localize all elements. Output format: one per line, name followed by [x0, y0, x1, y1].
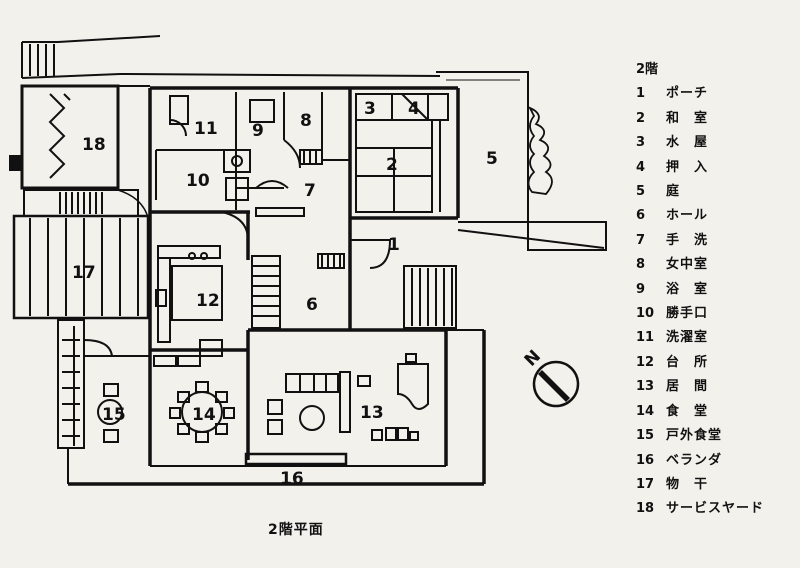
legend-number: 13: [636, 379, 655, 395]
legend-label: 庭: [666, 184, 681, 200]
room-12: [155, 211, 249, 357]
room-number-5: 5: [486, 149, 498, 169]
room-8-9: [236, 92, 323, 189]
legend-number: 8: [636, 257, 646, 273]
legend-number: 14: [636, 403, 655, 419]
legend-item: 13 居 間: [636, 375, 796, 399]
legend-item: 17 物 干: [636, 473, 796, 497]
legend-label: 食 堂: [666, 403, 709, 419]
legend-item: 18 サービスヤード: [636, 497, 796, 521]
fence: [21, 35, 441, 79]
legend-number: 1: [636, 86, 646, 102]
room-1: [317, 239, 457, 329]
legend-item: 12 台 所: [636, 351, 796, 375]
room-10-11: [155, 92, 251, 210]
room-number-2: 2: [386, 155, 398, 175]
legend-number: 9: [636, 281, 646, 297]
legend-label: 勝手口: [666, 306, 709, 322]
room-number-13: 13: [360, 403, 384, 423]
legend-label: ホール: [666, 208, 709, 224]
legend-label: 手 洗: [666, 232, 709, 248]
legend-number: 15: [636, 428, 655, 444]
legend-label: 押 入: [666, 159, 709, 175]
legend-number: 11: [636, 330, 655, 346]
legend-label: 物 干: [666, 476, 709, 492]
legend-label: 台 所: [666, 354, 709, 370]
legend-number: 6: [636, 208, 646, 224]
room-labels: 18 11 9 8 3 4 2 5 10 7 1 17 12 6 13 14 1…: [72, 99, 498, 489]
room-13: [267, 353, 429, 441]
service-stairs: [23, 189, 151, 233]
legend-label: 浴 室: [666, 281, 709, 297]
room-number-16: 16: [280, 469, 304, 489]
legend-item: 14 食 堂: [636, 400, 796, 424]
legend-item: 11 洗濯室: [636, 326, 796, 350]
room-5: [436, 71, 607, 251]
room-number-4: 4: [408, 99, 420, 119]
room-number-8: 8: [300, 111, 312, 131]
legend-number: 16: [636, 452, 655, 468]
room-17: [12, 214, 150, 320]
plan-caption: 2階平面: [268, 522, 324, 538]
legend-label: 戸外食堂: [666, 428, 723, 444]
room-number-17: 17: [72, 263, 96, 283]
legend-item: 10 勝手口: [636, 302, 796, 326]
building-walls: [148, 86, 460, 466]
legend-label: 水 屋: [666, 135, 709, 151]
legend-item: 15 戸外食堂: [636, 424, 796, 448]
legend-label: 女中室: [666, 257, 709, 273]
room-number-1: 1: [388, 235, 400, 255]
legend-item: 4 押 入: [636, 156, 796, 180]
legend-title: 2階: [636, 62, 659, 77]
legend-item: 16 ベランダ: [636, 449, 796, 473]
room-number-18: 18: [82, 135, 106, 155]
room-number-11: 11: [194, 119, 218, 139]
legend-number: 17: [636, 476, 655, 492]
legend-item: 6 ホール: [636, 204, 796, 228]
legend-item: 8 女中室: [636, 253, 796, 277]
room-14: [153, 355, 235, 443]
room-number-12: 12: [196, 291, 220, 311]
legend-item: 7 手 洗: [636, 229, 796, 253]
legend-number: 18: [636, 501, 655, 517]
legend-label: 和 室: [666, 110, 709, 126]
legend-item: 3 水 屋: [636, 131, 796, 155]
room-number-7: 7: [304, 181, 316, 201]
room-number-3: 3: [364, 99, 376, 119]
legend-label: ベランダ: [666, 452, 723, 468]
legend-number: 12: [636, 354, 655, 370]
room-number-15: 15: [102, 405, 126, 425]
legend-item: 1 ポーチ: [636, 82, 796, 106]
room-15-16: [57, 319, 486, 486]
legend-item: 2 和 室: [636, 107, 796, 131]
legend-label: 洗濯室: [666, 330, 709, 346]
legend-number: 7: [636, 232, 646, 248]
legend-number: 2: [636, 110, 646, 126]
legend-number: 5: [636, 184, 646, 200]
room-number-9: 9: [252, 121, 264, 141]
room-2: [355, 93, 449, 213]
room-number-14: 14: [192, 405, 216, 425]
hall-stairs: [251, 255, 281, 329]
room-18: [9, 84, 150, 190]
compass: N: [521, 346, 580, 408]
room-number-10: 10: [186, 171, 210, 191]
legend-label: ポーチ: [666, 86, 709, 102]
legend-label: 居 間: [666, 379, 709, 395]
legend-number: 3: [636, 135, 646, 151]
legend-number: 4: [636, 159, 646, 175]
legend-label: サービスヤード: [666, 501, 765, 517]
room-7: [255, 159, 350, 217]
legend-number: 10: [636, 306, 655, 322]
legend-item: 9 浴 室: [636, 278, 796, 302]
room-number-6: 6: [306, 295, 318, 315]
